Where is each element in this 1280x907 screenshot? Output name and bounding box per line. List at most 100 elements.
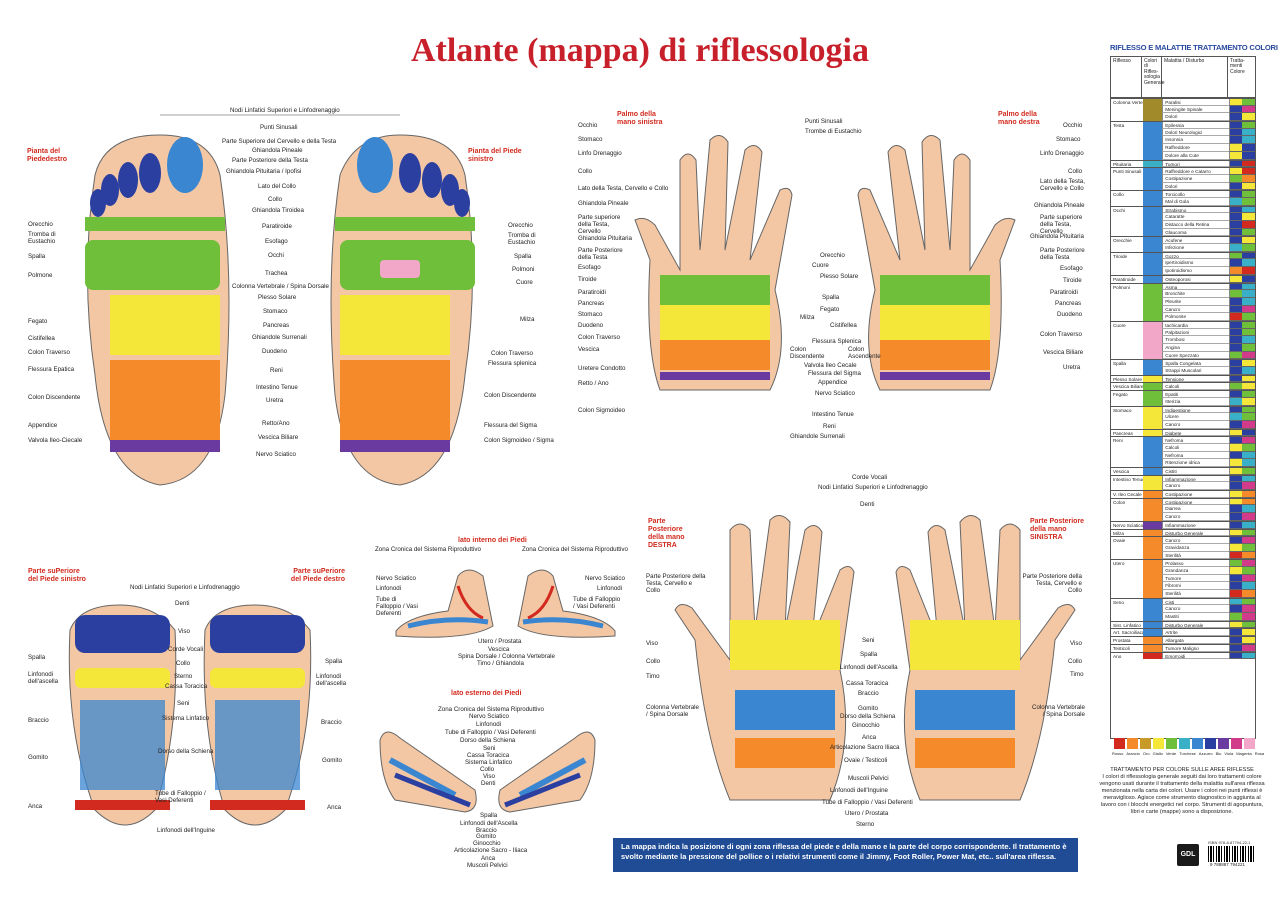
disease-cell: Torcicollo	[1162, 191, 1229, 198]
general-color-swatch	[1142, 105, 1163, 114]
palm-center-label: Nervo Sciatico	[815, 390, 855, 397]
reflex-cell: Seno	[1113, 599, 1124, 605]
sole-center-label: Colonna Vertebrale / Spina Dorsale	[232, 283, 329, 290]
back-hands-center-label: Ginocchio	[852, 722, 880, 729]
treatment-color-swatch	[1242, 429, 1255, 436]
sole-right-label: Orecchio	[508, 222, 533, 229]
top-feet-center-label: Sistema Linfatico	[162, 715, 210, 722]
top-feet-right-label: Braccio	[321, 719, 342, 726]
palm-center-label: Milza	[800, 314, 815, 321]
treatment-color-swatch	[1242, 443, 1255, 451]
table-row: Costipazione	[1111, 174, 1255, 183]
general-color-swatch	[1142, 391, 1163, 398]
sole-left-label: Spalla	[28, 253, 46, 260]
treatment-color-swatch	[1242, 437, 1255, 443]
top-feet-center-label: Corde Vocali	[168, 646, 204, 653]
treatment-color-swatch	[1242, 174, 1255, 182]
general-color-swatch	[1142, 637, 1163, 644]
treatment-color-swatch	[1229, 99, 1243, 105]
outer-feet-label: Sistema Linfatico	[465, 759, 513, 766]
treatment-colors	[1228, 144, 1255, 152]
table-row: Meningite Spinale	[1111, 105, 1255, 114]
treatment-color-swatch	[1229, 160, 1243, 167]
general-color-swatch	[1142, 459, 1163, 467]
disease-cell: Ipertiroidismo	[1162, 259, 1229, 268]
treatment-colors	[1228, 237, 1255, 245]
top-feet-center-label: Dorso della Schiena	[158, 748, 214, 755]
reflex-cell: Colonna Vertebrale	[1113, 100, 1143, 105]
sole-center-label: Esofago	[265, 238, 288, 245]
treatment-colors	[1228, 652, 1255, 660]
treatment-color-swatch	[1242, 267, 1255, 274]
general-color-swatch	[1142, 360, 1163, 368]
back-right-hand-title: Parte Posteriore della mano SINISTRA	[1030, 518, 1085, 541]
table-row: Mastiti	[1111, 613, 1255, 621]
sole-right-label: Colon Sigmoideo / Sigma	[484, 437, 554, 444]
treatment-color-swatch	[1229, 491, 1243, 497]
treatment-colors	[1228, 543, 1255, 552]
general-color-swatch	[1142, 182, 1163, 191]
reflex-cell: Polmoni	[1113, 284, 1130, 290]
reflex-cell	[1111, 183, 1143, 191]
outer-feet-label: Zona Cronica del Sistema Riproduttivo	[438, 706, 544, 713]
treatment-color-swatch	[1242, 482, 1255, 490]
table-row: Dolore alla Cute	[1111, 151, 1255, 160]
palm-left-label: Parte Posteriore della Testa	[578, 247, 623, 261]
table-row: Itterizia	[1111, 397, 1255, 406]
disease-cell: Cataratte	[1162, 213, 1229, 221]
treatment-color-swatch	[1242, 191, 1255, 197]
back-hands-center-label: Denti	[860, 501, 875, 508]
treatment-colors	[1228, 252, 1255, 260]
reflex-cell	[1111, 229, 1143, 237]
table-row: Grandanza	[1111, 566, 1255, 575]
general-color-swatch	[1142, 237, 1163, 245]
sole-center-label: Lato del Collo	[258, 183, 296, 190]
palm-center-label: Trombe di Eustachio	[805, 128, 862, 135]
general-color-swatch	[1142, 191, 1163, 198]
general-color-swatch	[1142, 629, 1163, 637]
back-hands-center-label: Seni	[862, 637, 875, 644]
disease-cell: Infiammazione	[1162, 475, 1229, 483]
reflex-cell	[1111, 613, 1143, 621]
inner-feet-label: Zona Cronica del Sistema Riproduttivo	[375, 546, 481, 553]
treatment-colors	[1228, 551, 1255, 560]
disease-cell: Diarrea	[1162, 505, 1229, 514]
treatment-color-swatch	[1229, 136, 1243, 144]
reflex-cell: Nervo Sciatico	[1113, 522, 1143, 528]
treatment-colors	[1228, 351, 1255, 360]
reflex-cell	[1111, 398, 1143, 406]
palm-right-label: Duodeno	[1057, 311, 1083, 318]
palm-center-label: Flessura Splenica	[812, 338, 862, 345]
reflex-cell	[1111, 221, 1143, 229]
treatment-color-swatch	[1242, 99, 1255, 105]
treatment-color-swatch	[1229, 551, 1243, 559]
sole-center-label: Nervo Sciatico	[256, 451, 296, 458]
general-color-swatch	[1142, 297, 1163, 306]
treatment-color-swatch	[1242, 122, 1255, 128]
table-row: Infezione	[1111, 244, 1255, 252]
palm-left-label: Uretere Condotto	[578, 365, 626, 372]
treatment-color-swatch	[1242, 468, 1255, 474]
reflex-cell	[1111, 152, 1143, 160]
treatment-colors	[1228, 598, 1255, 606]
table-row: Strappi Muscolari	[1111, 367, 1255, 375]
table-row: Ritenzione idrica	[1111, 459, 1255, 467]
back-hands-center-label: Nodi Linfatici Superiori e Linfodrenaggi…	[818, 484, 928, 491]
treatment-color-swatch	[1242, 297, 1255, 305]
treatment-color-swatch	[1229, 182, 1243, 190]
sole-center-label: Plesso Solare	[258, 294, 297, 301]
treatment-color-swatch	[1242, 513, 1255, 520]
reflex-cell	[1111, 144, 1143, 152]
treatment-color-swatch	[1229, 391, 1243, 397]
top-left-foot-title: Parte suPeriore del Piede sinistro	[28, 568, 86, 583]
treatment-color-swatch	[1229, 367, 1243, 374]
reflex-cell: Occhi	[1113, 207, 1125, 213]
palm-right-label: Ghiandola Pineale	[1034, 202, 1085, 209]
table-row: Ipertiroidismo	[1111, 259, 1255, 268]
treatment-color-swatch	[1242, 290, 1255, 297]
palm-right-label: Lato della Testa, Cervello e Collo	[1040, 178, 1085, 192]
treatment-color-swatch	[1229, 413, 1243, 420]
general-color-swatch	[1142, 174, 1163, 183]
back-hands-center-label: Corde Vocali	[852, 474, 888, 481]
